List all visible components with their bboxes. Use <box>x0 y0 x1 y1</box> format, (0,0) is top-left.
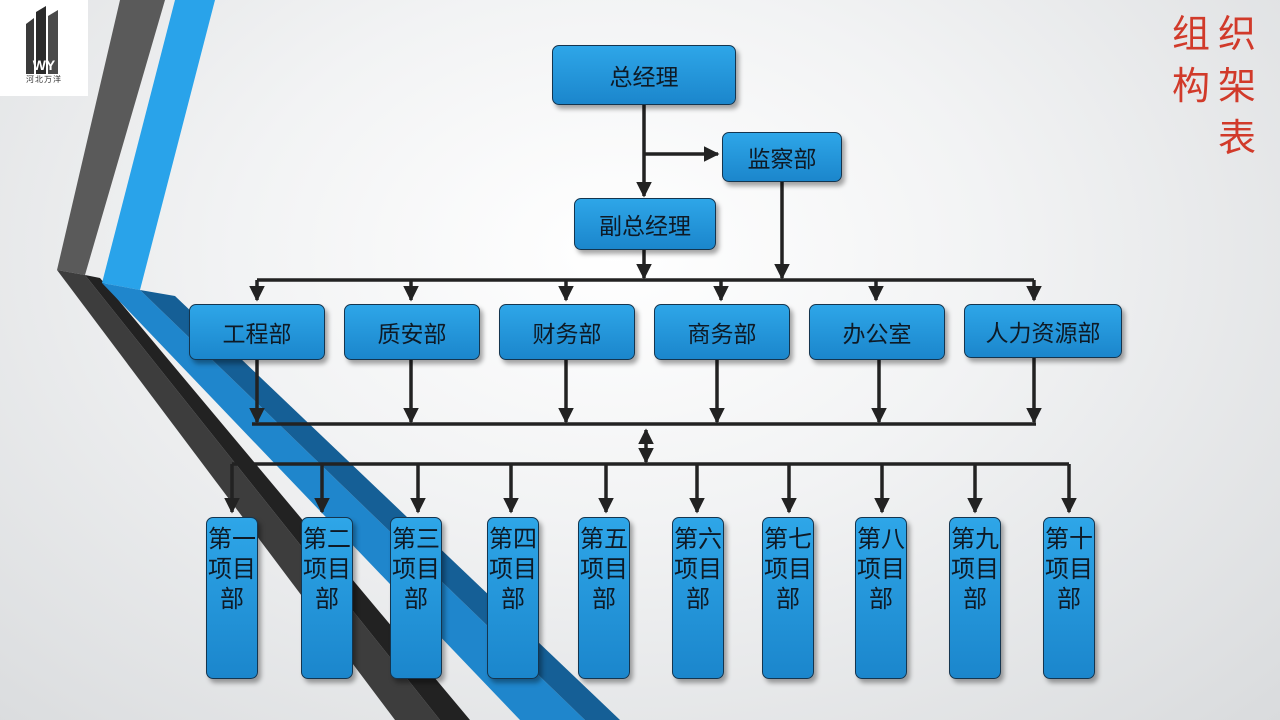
node-project-1: 第一项目部 <box>206 517 258 679</box>
node-deputy-manager: 副总经理 <box>574 198 716 250</box>
node-dept-quality-safety: 质安部 <box>344 304 480 360</box>
node-project-3: 第三项目部 <box>390 517 442 679</box>
node-project-4: 第四项目部 <box>487 517 539 679</box>
node-dept-office: 办公室 <box>809 304 945 360</box>
node-project-9: 第九项目部 <box>949 517 1001 679</box>
node-project-8: 第八项目部 <box>855 517 907 679</box>
node-dept-finance: 财务部 <box>499 304 635 360</box>
logo-caption: 河北万洋 <box>26 75 62 84</box>
node-project-6: 第六项目部 <box>672 517 724 679</box>
logo-mark: WY <box>33 57 56 73</box>
node-dept-human-resources: 人力资源部 <box>964 304 1122 358</box>
company-logo: WY 河北万洋 <box>0 0 88 96</box>
node-dept-business: 商务部 <box>654 304 790 360</box>
node-general-manager: 总经理 <box>552 45 736 105</box>
node-project-10: 第十项目部 <box>1043 517 1095 679</box>
page-title-left: 组 构 <box>1171 12 1210 108</box>
node-dept-engineering: 工程部 <box>189 304 325 360</box>
node-project-5: 第五项目部 <box>578 517 630 679</box>
page-title-right: 织 架 表 <box>1217 12 1256 160</box>
node-project-2: 第二项目部 <box>301 517 353 679</box>
node-supervision-dept: 监察部 <box>722 132 842 182</box>
node-project-7: 第七项目部 <box>762 517 814 679</box>
